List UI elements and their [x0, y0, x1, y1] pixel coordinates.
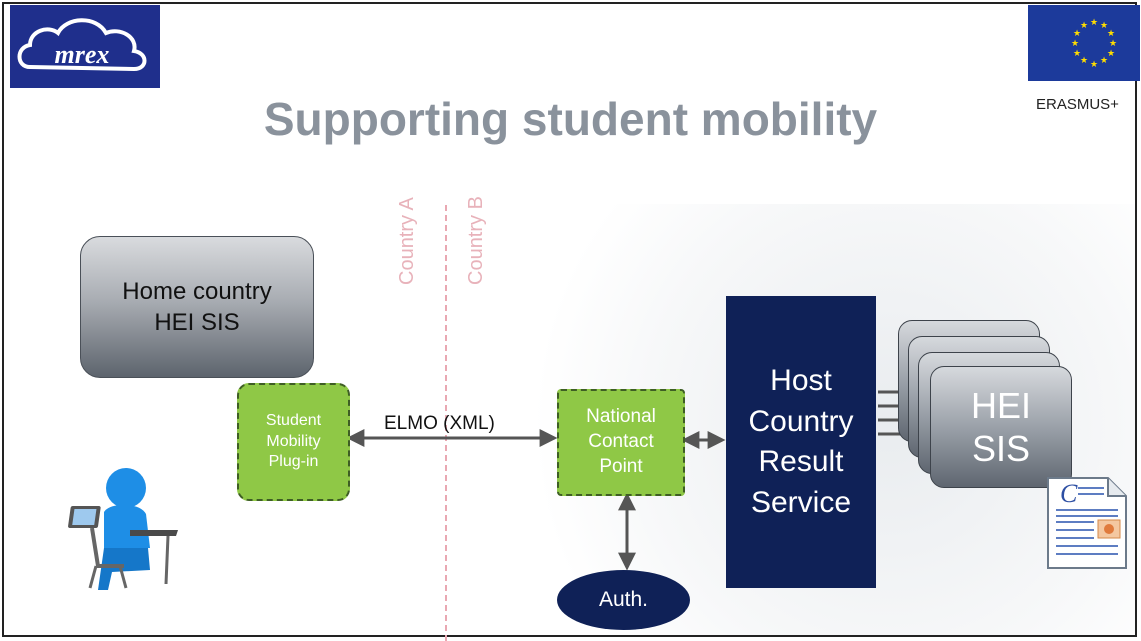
svg-text:★: ★ [1107, 49, 1115, 59]
national-contact-point-node: National Contact Point [557, 389, 685, 496]
cloud-logo-icon: mrex [10, 5, 160, 88]
home-line2: HEI SIS [154, 309, 240, 336]
elmo-label: ELMO (XML) [384, 413, 495, 434]
hei-line2: SIS [971, 428, 1031, 469]
hei-line1: HEI [970, 384, 1031, 426]
svg-text:★: ★ [1109, 39, 1117, 49]
ncp-line1: National [586, 406, 656, 428]
logo-text: mrex [55, 40, 110, 69]
auth-node: Auth. [557, 570, 690, 630]
svg-text:★: ★ [1090, 18, 1098, 28]
plugin-line1: Student [265, 411, 322, 429]
erasmus-label: ERASMUS+ [1036, 96, 1119, 113]
plugin-line2: Mobility [266, 432, 321, 450]
ncp-line2: Contact [588, 431, 654, 453]
ncp-line3: Point [599, 455, 643, 477]
student-mobility-plugin-node: Student Mobility Plug-in [237, 383, 350, 501]
host-line3: Result [758, 445, 844, 478]
host-country-result-service-node: Host Country Result Service [726, 296, 876, 588]
svg-text:★: ★ [1071, 39, 1079, 49]
page-title: Supporting student mobility [263, 93, 878, 145]
svg-text:★: ★ [1073, 29, 1081, 39]
eu-flag-icon: ★★★ ★★★ ★★★ ★★★ [1028, 5, 1140, 81]
svg-text:★: ★ [1090, 60, 1098, 70]
country-divider [445, 205, 447, 641]
plugin-line3: Plug-in [268, 453, 319, 471]
svg-text:★: ★ [1080, 21, 1088, 31]
svg-text:★: ★ [1107, 29, 1115, 39]
svg-text:★: ★ [1080, 56, 1088, 66]
svg-text:★: ★ [1100, 56, 1108, 66]
home-line1: Home country [122, 277, 272, 305]
host-line2: Country [748, 404, 854, 438]
svg-text:★: ★ [1073, 49, 1081, 59]
host-line1: Host [770, 364, 832, 397]
host-line4: Service [750, 485, 852, 519]
svg-text:★: ★ [1100, 21, 1108, 31]
home-hei-sis-node: Home country HEI SIS [80, 236, 314, 378]
hei-sis-node: HEI SIS [930, 366, 1072, 488]
